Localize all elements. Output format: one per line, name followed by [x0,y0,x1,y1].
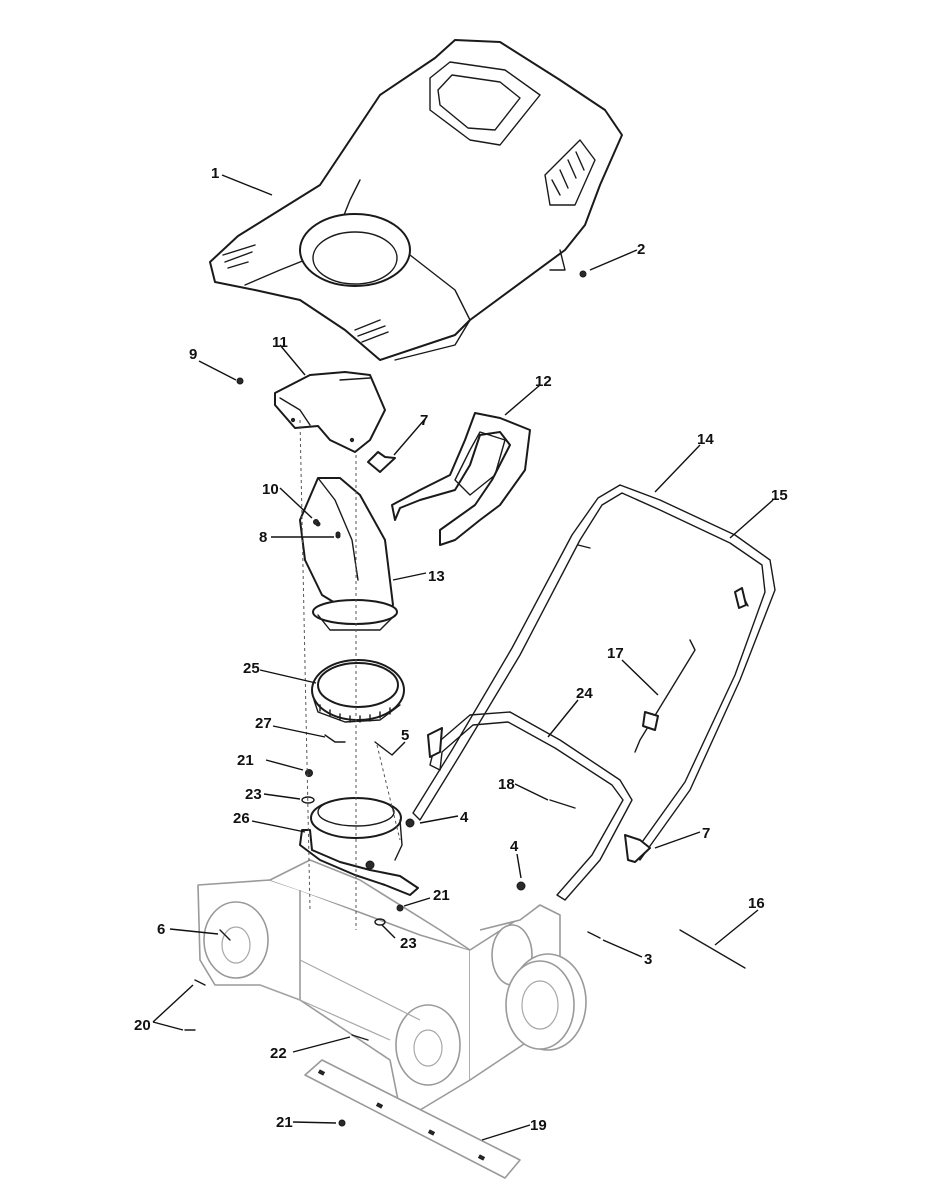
part-10 [313,519,319,525]
cable-tie-part-16 [679,929,746,969]
chute-knob-upper [367,451,396,473]
callout-8: 8 [259,529,267,546]
callout-19: 19 [530,1117,547,1134]
shift-rod [634,639,696,753]
bolts-part-20 [184,979,206,1031]
callout-23-lower: 23 [400,935,417,952]
auger-housing-ghost [197,859,471,1111]
alignment-lines [299,419,401,930]
callout-9: 9 [189,346,197,363]
nut-part-4-lower [516,881,526,891]
bolt-part-6 [219,929,231,941]
leader-lines [152,174,774,1141]
callout-12: 12 [535,373,552,390]
bolt-part-3 [587,931,601,939]
chute [299,477,398,631]
callout-13: 13 [428,568,445,585]
callout-15: 15 [771,487,788,504]
callout-22: 22 [270,1045,287,1062]
upper-handle [412,484,776,861]
chute-ring [311,659,405,723]
callout-21-mid: 21 [433,887,450,904]
wheel-ghost [505,953,587,1051]
callout-6: 6 [157,921,165,938]
nut-part-21-mid [396,904,404,912]
callout-11: 11 [272,334,288,351]
nut-part-4-upper [405,818,415,828]
callout-20: 20 [134,1017,151,1034]
callout-21-lower: 21 [276,1114,293,1131]
callout-3: 3 [644,951,652,968]
part-8 [335,531,341,537]
callout-10: 10 [262,481,279,498]
callout-14: 14 [697,431,714,448]
callout-26: 26 [233,810,250,827]
callout-labels: 1 2 3 4 4 5 6 7 7 8 9 10 11 12 13 14 15 … [134,165,788,1134]
callout-1: 1 [211,165,219,182]
callout-23-upper: 23 [245,786,262,803]
screw-part-2 [579,270,587,278]
callout-27: 27 [255,715,272,732]
bolt-part-22 [351,1034,369,1041]
callout-4-upper: 4 [460,809,469,826]
callout-25: 25 [243,660,260,677]
callout-4-lower: 4 [510,838,519,855]
callout-24: 24 [576,685,593,702]
washer-part-23-upper [301,796,315,804]
bolt-part-5 [374,741,393,756]
handle-bracket-15 [734,587,747,609]
washer-part-23-lower [374,918,386,926]
nut-part-21-upper [305,769,313,777]
callout-5: 5 [401,727,409,744]
callout-7-upper: 7 [420,412,428,429]
handle-knob-lower [624,834,651,863]
callout-18: 18 [498,776,515,793]
bolt-part-18 [549,799,576,809]
callout-21-upper: 21 [237,752,254,769]
hardware [184,377,746,1127]
lower-handle [427,711,633,901]
shroud-cover [209,39,623,361]
upper-chute-deflector [274,371,386,453]
callout-2: 2 [637,241,645,258]
part-27 [324,734,346,743]
callout-17: 17 [607,645,624,662]
callout-16: 16 [748,895,765,912]
chute-handle [391,412,531,546]
callout-7-lower: 7 [702,825,710,842]
nut-part-9 [236,377,244,385]
nut-part-21-lower [338,1119,346,1127]
scraper-bar [304,1059,521,1179]
